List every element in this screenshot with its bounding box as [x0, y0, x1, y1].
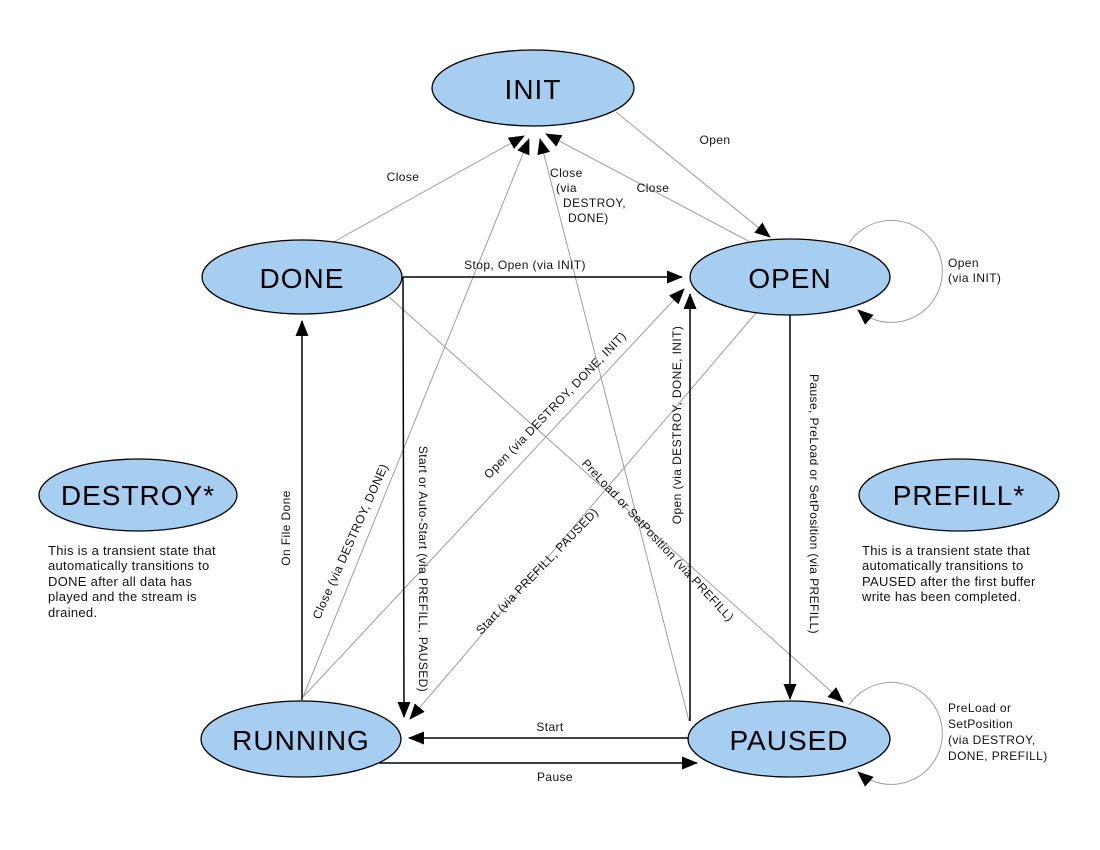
label-paused-self-line3: (via DESTROY,	[948, 733, 1036, 747]
destroy-note-line5: drained.	[48, 605, 97, 620]
edge-done-to-paused	[388, 296, 844, 703]
label-running-to-paused: Pause	[537, 770, 573, 784]
destroy-note-line2: automatically transitions to	[48, 558, 210, 573]
label-running-to-init: Close (via DESTROY, DONE)	[310, 462, 391, 622]
label-paused-to-init-line2: (via	[556, 181, 577, 195]
state-done: DONE	[201, 239, 403, 315]
state-destroy-label: DESTROY*	[61, 480, 215, 511]
edge-done-to-running	[397, 276, 411, 718]
destroy-note-line1: This is a transient state that	[48, 543, 216, 558]
prefill-note-line2: automatically transitions to	[862, 558, 1024, 573]
notes: This is a transient state that automatic…	[48, 543, 1040, 620]
state-open: OPEN	[689, 238, 891, 316]
state-destroy-shape	[38, 458, 238, 532]
label-paused-self-line4: DONE, PREFILL)	[948, 749, 1048, 763]
edge-open-to-running	[409, 312, 757, 720]
label-open-to-paused: Pause, PreLoad or SetPosition (via PREFI…	[807, 374, 821, 634]
label-paused-to-running: Start	[536, 720, 564, 734]
state-open-label: OPEN	[748, 263, 831, 294]
label-open-self-line2: (via INIT)	[948, 271, 1001, 285]
destroy-note: This is a transient state that automatic…	[48, 543, 220, 620]
state-init: INIT	[431, 49, 635, 127]
state-running-shape	[200, 700, 402, 778]
state-paused-shape	[687, 700, 891, 778]
prefill-note-line3: PAUSED after the first buffer	[862, 574, 1036, 589]
destroy-note-line4: played and the stream is	[48, 589, 197, 604]
label-running-to-done: On File Done	[279, 490, 293, 566]
label-open-to-running: Start (via PREFILL, PAUSED)	[473, 505, 601, 637]
label-paused-self-line2: SetPosition	[948, 717, 1013, 731]
label-paused-self-line1: PreLoad or	[948, 701, 1011, 715]
state-destroy: DESTROY*	[38, 458, 238, 532]
state-paused-label: PAUSED	[729, 725, 848, 756]
label-paused-to-init-line3: DESTROY,	[563, 196, 626, 210]
destroy-note-line3: DONE after all data has	[48, 574, 192, 589]
state-init-shape	[431, 49, 635, 127]
label-done-to-running: Start or Auto-Start (via PREFILL, PAUSED…	[416, 446, 430, 692]
state-prefill-label: PREFILL*	[893, 480, 1026, 511]
label-paused-to-open: Open (via DESTROY, DONE, INIT)	[670, 326, 684, 525]
label-paused-to-init-line4: DONE)	[568, 211, 609, 225]
label-open-self-line1: Open	[948, 256, 979, 270]
label-paused-self-loop: PreLoad or SetPosition (via DESTROY, DON…	[948, 701, 1048, 763]
edge-paused-to-init	[537, 138, 690, 722]
edge-init-to-open	[615, 111, 771, 238]
label-done-to-init: Close	[387, 170, 420, 184]
label-running-to-open: Open (via DESTROY, DONE, INIT)	[481, 329, 629, 482]
state-done-shape	[201, 239, 403, 315]
edge-running-to-init	[302, 138, 530, 698]
state-open-shape	[689, 238, 891, 316]
label-open-self-loop: Open (via INIT)	[948, 256, 1001, 285]
edges-black	[295, 270, 797, 770]
state-init-label: INIT	[505, 74, 562, 105]
state-prefill-shape	[858, 458, 1060, 532]
label-done-to-open: Stop, Open (via INIT)	[464, 258, 586, 272]
state-prefill: PREFILL*	[858, 458, 1060, 532]
edge-paused-self-loop	[848, 681, 943, 787]
label-paused-to-init-line1: Close	[550, 166, 583, 180]
edge-running-to-open	[302, 288, 685, 698]
state-paused: PAUSED	[687, 700, 891, 778]
label-paused-to-init: Close (via DESTROY, DONE)	[550, 166, 630, 225]
prefill-note-line1: This is a transient state that	[862, 543, 1030, 558]
prefill-note-line4: write has been completed.	[861, 589, 1021, 604]
state-done-label: DONE	[260, 263, 345, 294]
label-init-to-open: Open	[700, 133, 731, 147]
state-running: RUNNING	[200, 700, 402, 778]
edges-gray	[302, 111, 943, 787]
edge-labels: Close Close Open Close (via DESTROY, DON…	[279, 133, 1048, 784]
edge-open-self-loop	[848, 219, 943, 325]
states: INIT DONE OPEN DESTROY* PREFILL* RUNNING…	[38, 49, 1060, 778]
state-running-label: RUNNING	[232, 725, 370, 756]
edge-done-to-init	[329, 135, 525, 245]
label-open-to-init: Close	[637, 181, 670, 195]
edge-open-to-init	[545, 133, 753, 244]
prefill-note: This is a transient state that automatic…	[861, 543, 1040, 604]
